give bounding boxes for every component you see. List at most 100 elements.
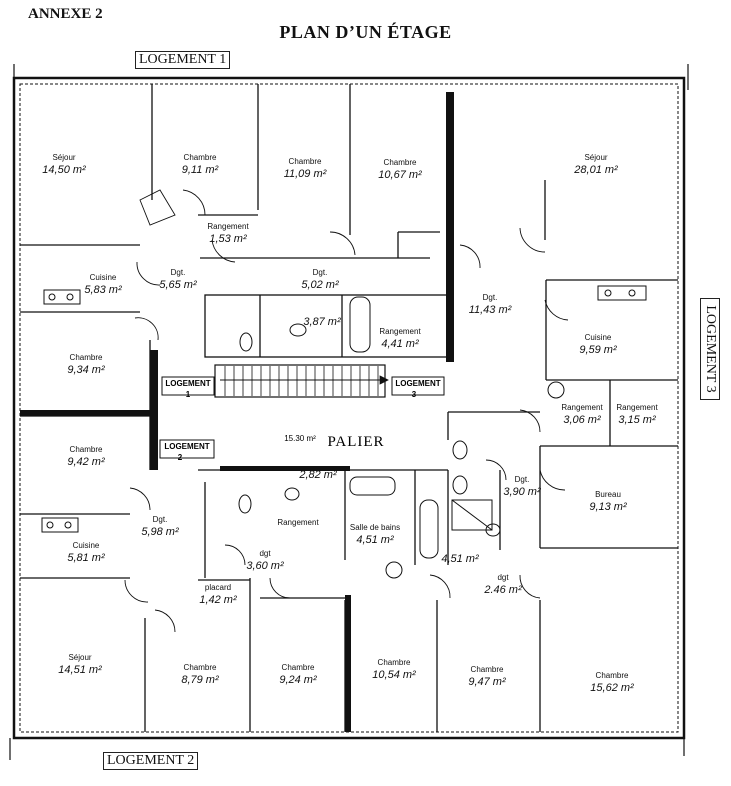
room-name: Chambre xyxy=(471,665,504,674)
annexe-label: ANNEXE 2 xyxy=(28,6,103,22)
room-name: Dgt. xyxy=(153,515,168,524)
room-name: Cuisine xyxy=(90,273,117,282)
bearing-walls xyxy=(20,92,454,732)
interior-walls xyxy=(20,84,678,732)
room-name: Rangement xyxy=(616,403,658,412)
washbasin-icon xyxy=(284,487,300,501)
room-area: 5,98 m² xyxy=(141,526,179,538)
washbasin-icon xyxy=(485,523,501,537)
room-area: 1,53 m² xyxy=(209,233,247,245)
landing-tags: LOGEMENT 1 LOGEMENT 2 LOGEMENT 3 15.30 m… xyxy=(159,376,445,462)
room-area: 1,42 m² xyxy=(199,594,237,606)
room-area: 2.46 m² xyxy=(483,584,522,596)
room-name: Chambre xyxy=(282,663,315,672)
room-name: Dgt. xyxy=(313,268,328,277)
room-name: Chambre xyxy=(596,671,629,680)
staircase xyxy=(214,364,389,398)
room-area: 11,43 m² xyxy=(469,304,512,316)
room-name: Chambre xyxy=(384,158,417,167)
plan-title: PLAN D’UN ÉTAGE xyxy=(279,22,452,42)
room-area: 5,02 m² xyxy=(301,279,339,291)
room-area: 8,79 m² xyxy=(181,674,219,686)
room-area: 5,65 m² xyxy=(159,279,197,291)
room-area: 9,34 m² xyxy=(67,364,105,376)
room-name: Chambre xyxy=(184,663,217,672)
room-area: 4,41 m² xyxy=(381,338,419,350)
room-name: Cuisine xyxy=(73,541,100,550)
room-name: Rangement xyxy=(277,518,319,527)
room-area: 5,83 m² xyxy=(84,284,122,296)
room-name: Chambre xyxy=(184,153,217,162)
door-swings xyxy=(124,189,569,633)
logement-3-label-wrap: LOGEMENT 3 xyxy=(698,298,720,400)
room-name: Séjour xyxy=(68,653,91,662)
landing-tag-l3-num: 3 xyxy=(412,390,417,399)
room-area: 9,24 m² xyxy=(279,674,317,686)
bathtub-icon xyxy=(349,476,396,496)
room-area: 9,11 m² xyxy=(182,164,219,176)
landing-tag-l1-num: 1 xyxy=(186,390,191,399)
shower-icon xyxy=(451,499,493,531)
logement-1-label: LOGEMENT 1 xyxy=(135,51,231,69)
room-name: Rangement xyxy=(561,403,603,412)
room-area: 3,60 m² xyxy=(246,560,284,572)
toilet-icon xyxy=(452,440,468,460)
toilet-icon xyxy=(452,475,468,495)
kitchen-sink-icon xyxy=(43,289,81,305)
room-name: dgt xyxy=(497,573,509,582)
room-area: 14,51 m² xyxy=(58,664,102,676)
room-area: 28,01 m² xyxy=(573,164,618,176)
room-name: Chambre xyxy=(70,353,103,362)
toilet-icon xyxy=(238,494,252,514)
room-area: 9,47 m² xyxy=(468,676,506,688)
room-name: Bureau xyxy=(595,490,621,499)
room-area: 5,81 m² xyxy=(67,552,105,564)
landing-area: 15.30 m² xyxy=(284,434,316,443)
bathtub-icon xyxy=(349,296,371,353)
room-name: Chambre xyxy=(70,445,103,454)
room-area: 10,54 m² xyxy=(372,669,416,681)
room-name: placard xyxy=(205,583,231,592)
room-area: 4,51 m² xyxy=(356,534,394,546)
room-name: Salle de bains xyxy=(350,523,400,532)
room-area: 9,42 m² xyxy=(67,456,105,468)
landing-label: PALIER xyxy=(327,434,384,450)
room-area: 11,09 m² xyxy=(284,168,327,180)
room-area: 3,90 m² xyxy=(503,486,541,498)
logement-3-label: LOGEMENT 3 xyxy=(700,298,720,400)
room-area: 2,82 m² xyxy=(298,469,337,481)
room-area: 4,51 m² xyxy=(441,553,479,565)
landing-tag-l1: LOGEMENT xyxy=(165,379,210,388)
logement-2-label: LOGEMENT 2 xyxy=(103,752,199,770)
washbasin-icon xyxy=(289,323,307,337)
room-area: 3,87 m² xyxy=(303,316,341,328)
room-name: Dgt. xyxy=(515,475,530,484)
room-name: dgt xyxy=(259,549,271,558)
room-name: Dgt. xyxy=(483,293,498,302)
landing-tag-l2-num: 2 xyxy=(178,453,183,462)
room-area: 9,13 m² xyxy=(589,501,627,513)
room-area: 15,62 m² xyxy=(590,682,634,694)
fixtures xyxy=(41,285,647,579)
room-area: 10,67 m² xyxy=(378,169,422,181)
landing-tag-l2: LOGEMENT xyxy=(164,442,209,451)
room-area: 3,15 m² xyxy=(618,414,656,426)
kitchen-sink-icon xyxy=(41,517,79,533)
room-name: Chambre xyxy=(289,157,322,166)
room-name: Dgt. xyxy=(171,268,186,277)
toilet-icon xyxy=(239,332,253,352)
room-name: Cuisine xyxy=(585,333,612,342)
room-name: Rangement xyxy=(207,222,249,231)
room-name: Rangement xyxy=(379,327,421,336)
room-name: Séjour xyxy=(584,153,607,162)
washbasin-icon xyxy=(385,561,403,579)
room-area: 3,06 m² xyxy=(563,414,601,426)
bathtub-icon xyxy=(419,499,439,559)
room-name: Séjour xyxy=(52,153,75,162)
landing-tag-l3: LOGEMENT xyxy=(395,379,440,388)
boiler-icon xyxy=(547,381,565,399)
room-area: 9,59 m² xyxy=(579,344,617,356)
room-name: Chambre xyxy=(378,658,411,667)
